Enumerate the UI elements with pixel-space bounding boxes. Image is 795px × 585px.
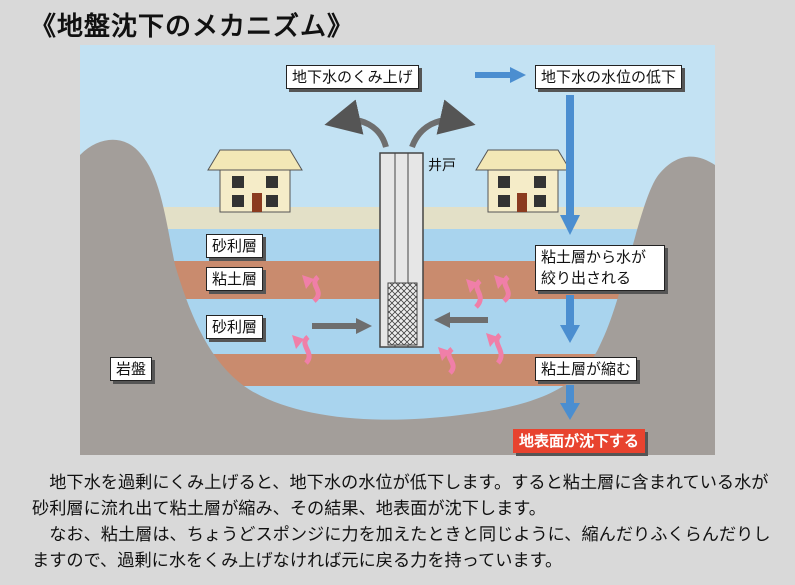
diagram-illustration [80,45,715,456]
pump-arrow-right [409,99,476,149]
subsidence-diagram: 地下水のくみ上げ 地下水の水位の低下 井戸 砂利層 粘土層 砂利層 岩盤 粘土層… [80,45,715,456]
house-left [207,149,303,213]
label-bedrock: 岩盤 [110,357,153,381]
label-water-level-drop: 地下水の水位の低下 [535,65,683,89]
label-squeezed: 粘土層から水が絞り出される [535,245,665,291]
label-clay: 粘土層 [206,267,264,291]
house-right [475,149,571,213]
label-subsidence: 地表面が沈下する [513,429,646,453]
explanation-text: 地下水を過剰にくみ上げると、地下水の水位が低下します。すると粘土層に含まれている… [32,470,777,574]
label-gravel-1: 砂利層 [206,234,264,258]
label-pumping: 地下水のくみ上げ [286,65,419,89]
paragraph-1: 地下水を過剰にくみ上げると、地下水の水位が低下します。すると粘土層に含まれている… [32,473,769,519]
paragraph-2: なお、粘土層は、ちょうどスポンジに力を加えたときと同じように、縮んだりふくらんだ… [32,525,771,571]
pink-arrowheads [292,275,506,361]
well [379,152,424,348]
bedrock [80,139,715,456]
pump-arrow-left [324,99,389,148]
pink-arrows [302,275,511,375]
label-well: 井戸 [428,158,456,174]
label-gravel-2: 砂利層 [206,315,264,339]
label-shrink: 粘土層が縮む [535,357,638,381]
page-title: 《地盤沈下のメカニズム》 [30,12,355,42]
